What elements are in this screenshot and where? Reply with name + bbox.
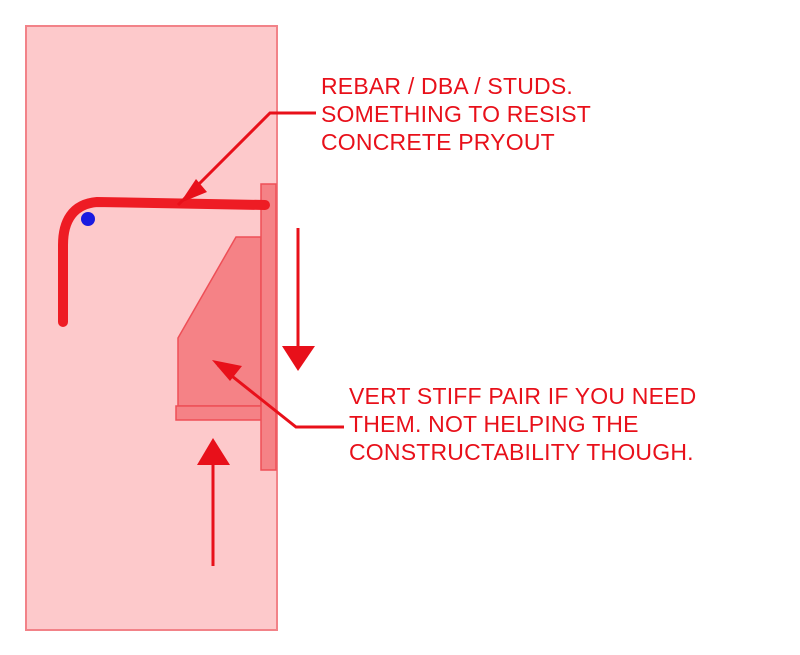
rebar-leader-arrowhead	[180, 179, 207, 203]
stiffener-leader-line	[217, 363, 344, 429]
transverse-bar-dot	[81, 212, 95, 226]
rebar-note-line: SOMETHING TO RESIST	[321, 101, 592, 127]
rebar-leader-line	[176, 111, 316, 207]
stiffener-note: VERT STIFF PAIR IF YOU NEED THEM. NOT HE…	[349, 382, 696, 466]
hooked-rebar	[58, 197, 270, 327]
stiffener-note-line: THEM. NOT HELPING THE	[349, 411, 639, 437]
stiffener-note-line: CONSTRUCTABILITY THOUGH.	[349, 439, 694, 465]
up-force-arrowhead	[197, 438, 230, 465]
seat-plate	[175, 405, 263, 421]
down-force-arrowhead	[282, 346, 315, 371]
rebar-note-line: CONCRETE PRYOUT	[321, 129, 555, 155]
stiffener-note-line: VERT STIFF PAIR IF YOU NEED	[349, 383, 697, 409]
embed-plate	[260, 183, 277, 471]
stiffener-leader-arrowhead	[212, 360, 242, 381]
rebar-note-line: REBAR / DBA / STUDS.	[321, 73, 573, 99]
rebar-note: REBAR / DBA / STUDS. SOMETHING TO RESIST…	[321, 72, 591, 156]
